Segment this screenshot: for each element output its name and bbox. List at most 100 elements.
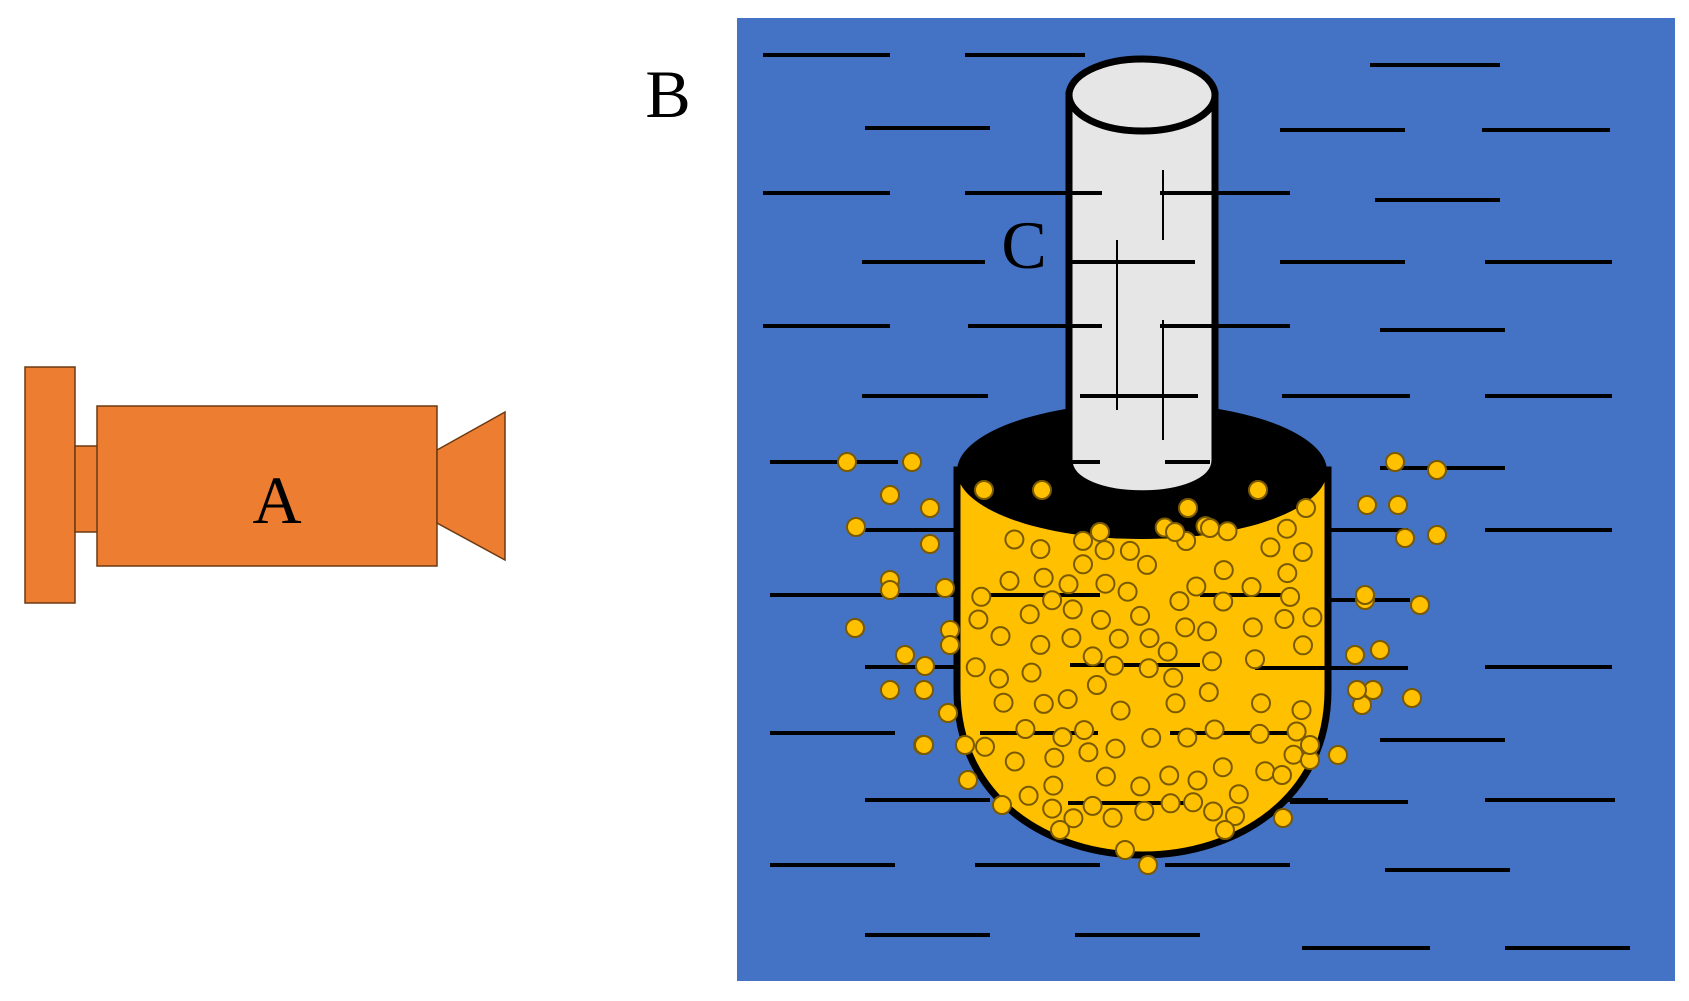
droplet — [1043, 775, 1064, 796]
droplet — [935, 578, 955, 598]
droplet — [1255, 761, 1276, 782]
camera-connector — [74, 445, 99, 533]
droplet — [1200, 518, 1220, 538]
label-b: B — [645, 56, 690, 132]
pipe-nozzle — [1065, 55, 1219, 498]
label-c: C — [1001, 207, 1046, 283]
droplet — [968, 609, 989, 630]
camera-icon — [24, 366, 506, 604]
droplet — [1042, 590, 1063, 611]
droplet — [1215, 820, 1235, 840]
droplet — [1402, 688, 1422, 708]
droplet — [1033, 693, 1054, 714]
droplet — [975, 736, 995, 757]
droplet — [1042, 798, 1063, 819]
droplet — [1134, 800, 1155, 821]
droplet — [1030, 634, 1051, 655]
droplet — [938, 703, 958, 723]
droplet — [845, 618, 865, 638]
droplet — [1159, 765, 1180, 786]
droplet — [974, 480, 994, 500]
droplet — [1091, 609, 1111, 630]
droplet — [958, 770, 978, 790]
droplet — [1241, 577, 1262, 597]
droplet — [990, 626, 1011, 647]
droplet — [1197, 621, 1218, 642]
droplet — [1283, 744, 1304, 765]
droplet — [1249, 723, 1270, 744]
droplet — [1130, 776, 1151, 797]
droplet — [1272, 765, 1292, 785]
droplet — [1388, 495, 1408, 515]
droplet — [1187, 770, 1208, 791]
droplet — [1019, 604, 1040, 625]
droplet — [1225, 806, 1245, 826]
camera-body — [96, 405, 438, 567]
droplet — [1251, 693, 1271, 714]
particle-droplets — [837, 452, 1447, 875]
droplet — [914, 680, 934, 700]
droplet — [1073, 554, 1093, 575]
droplet — [1119, 540, 1140, 561]
droplet — [1357, 495, 1377, 515]
droplet — [1021, 662, 1042, 683]
droplet — [1202, 651, 1222, 672]
droplet — [1213, 560, 1234, 581]
droplet — [1110, 700, 1131, 721]
droplet — [915, 656, 935, 676]
droplet — [1057, 689, 1078, 710]
droplet — [1302, 607, 1323, 628]
droplet — [1095, 573, 1116, 594]
camera-lens — [436, 410, 506, 562]
droplet — [1015, 719, 1036, 739]
droplet — [1213, 591, 1234, 612]
droplet — [1204, 719, 1225, 740]
droplet — [1198, 682, 1219, 703]
droplet — [1175, 617, 1196, 638]
droplet — [1183, 792, 1204, 813]
droplet — [1130, 605, 1151, 626]
droplet — [1139, 628, 1160, 649]
droplet — [920, 534, 940, 554]
droplet — [1277, 563, 1298, 584]
droplet — [1074, 720, 1095, 741]
droplet — [1090, 522, 1110, 542]
droplet — [1273, 808, 1293, 828]
droplet — [1228, 784, 1249, 805]
droplet — [1300, 735, 1320, 755]
droplet — [1292, 542, 1313, 562]
droplet — [837, 452, 857, 472]
droplet — [955, 735, 975, 755]
droplet — [999, 570, 1020, 591]
droplet — [1274, 609, 1295, 629]
droplet — [1427, 525, 1447, 545]
droplet — [1137, 554, 1157, 575]
droplet — [846, 517, 866, 537]
droplet — [1157, 641, 1178, 662]
droplet — [1052, 727, 1073, 748]
droplet — [1050, 820, 1070, 840]
droplet — [1141, 727, 1162, 748]
droplet — [1094, 540, 1115, 561]
droplet — [1178, 498, 1198, 518]
label-a: A — [252, 462, 301, 538]
droplet — [1347, 680, 1367, 700]
droplet — [1086, 675, 1107, 695]
droplet — [1242, 617, 1263, 638]
droplet — [1293, 635, 1313, 656]
droplet — [1082, 646, 1103, 667]
droplet — [1102, 807, 1123, 828]
droplet — [1276, 518, 1297, 539]
droplet — [1370, 640, 1390, 660]
droplet — [1177, 727, 1198, 748]
droplet — [1044, 747, 1065, 768]
droplet — [992, 795, 1012, 815]
droplet — [1165, 522, 1185, 542]
pipe-body — [1065, 91, 1219, 498]
droplet — [1203, 801, 1224, 822]
camera-mount-plate — [24, 366, 76, 604]
droplet — [1138, 658, 1159, 679]
droplet — [1063, 808, 1084, 829]
droplet — [1108, 628, 1129, 649]
droplet — [880, 485, 900, 505]
